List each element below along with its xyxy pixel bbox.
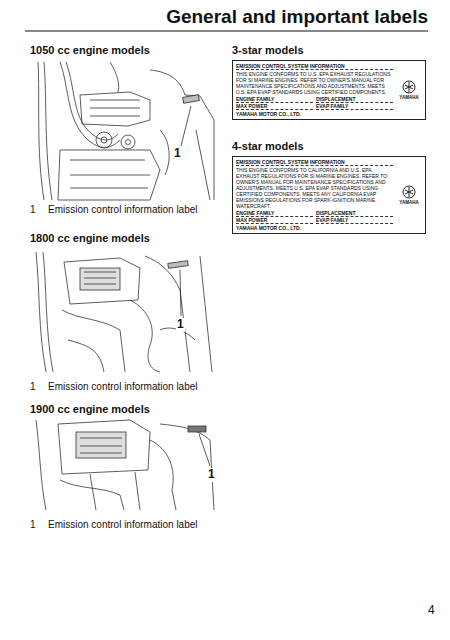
label-field: MAX POWER <box>236 217 313 224</box>
label-content: EMISSION CONTROL SYSTEM INFORMATIONTHIS … <box>236 63 393 117</box>
section-heading: 1050 cc engine models <box>30 44 150 57</box>
page-title: General and important labels <box>166 6 428 28</box>
label-body: THIS ENGINE CONFORMS TO CALIFORNIA AND U… <box>236 167 393 209</box>
label-fields: ENGINE FAMILYDISPLACEMENTMAX POWEREVAP F… <box>236 210 393 224</box>
section-heading: 1900 cc engine models <box>30 403 150 416</box>
callout-number: 1 <box>176 318 185 332</box>
caption-number: 1 <box>30 381 36 393</box>
label-fields: ENGINE FAMILYDISPLACEMENTMAX POWEREVAP F… <box>236 96 393 110</box>
header-rule <box>25 30 428 31</box>
yamaha-emblem <box>402 80 416 94</box>
engine-1800-illustration <box>36 252 212 372</box>
label-body: THIS ENGINE CONFORMS TO U.S. EPA EXHAUST… <box>236 71 393 95</box>
callout-number: 1 <box>173 147 182 161</box>
engine-1050-illustration <box>38 62 214 200</box>
engine-1900-illustration <box>36 420 214 510</box>
label-field: EVAP FAMILY <box>316 217 393 224</box>
leader-line <box>180 270 181 316</box>
yamaha-emblem <box>402 185 416 199</box>
caption-text: Emission control information label <box>48 204 198 216</box>
emission-label: EMISSION CONTROL SYSTEM INFORMATIONTHIS … <box>232 60 426 120</box>
section-heading: 3-star models <box>232 44 304 57</box>
caption-text: Emission control information label <box>48 381 198 393</box>
brand-logo-text: YAMAHA <box>399 95 418 100</box>
brand-logo-text: YAMAHA <box>399 200 418 205</box>
manufacturer-name: YAMAHA MOTOR CO., LTD. <box>236 225 393 231</box>
label-heading: EMISSION CONTROL SYSTEM INFORMATION <box>236 159 393 166</box>
page-number: 4 <box>428 604 435 618</box>
label-field: EVAP FAMILY <box>316 103 393 110</box>
label-logo: YAMAHA <box>396 159 422 231</box>
label-field: MAX POWER <box>236 103 313 110</box>
label-heading: EMISSION CONTROL SYSTEM INFORMATION <box>236 63 393 70</box>
leader-line <box>181 106 191 146</box>
label-field: DISPLACEMENT <box>316 96 393 103</box>
manufacturer-name: YAMAHA MOTOR CO., LTD. <box>236 111 393 117</box>
leader-line <box>199 434 210 466</box>
caption-number: 1 <box>30 204 36 216</box>
callout-number: 1 <box>207 468 216 482</box>
emission-label: EMISSION CONTROL SYSTEM INFORMATIONTHIS … <box>232 156 426 234</box>
section-heading: 4-star models <box>232 140 304 153</box>
label-field: ENGINE FAMILY <box>236 210 313 217</box>
label-field: ENGINE FAMILY <box>236 96 313 103</box>
label-logo: YAMAHA <box>396 63 422 117</box>
label-content: EMISSION CONTROL SYSTEM INFORMATIONTHIS … <box>236 159 393 231</box>
section-heading: 1800 cc engine models <box>30 232 150 245</box>
caption-number: 1 <box>30 519 36 531</box>
caption-text: Emission control information label <box>48 519 198 531</box>
label-field: DISPLACEMENT <box>316 210 393 217</box>
